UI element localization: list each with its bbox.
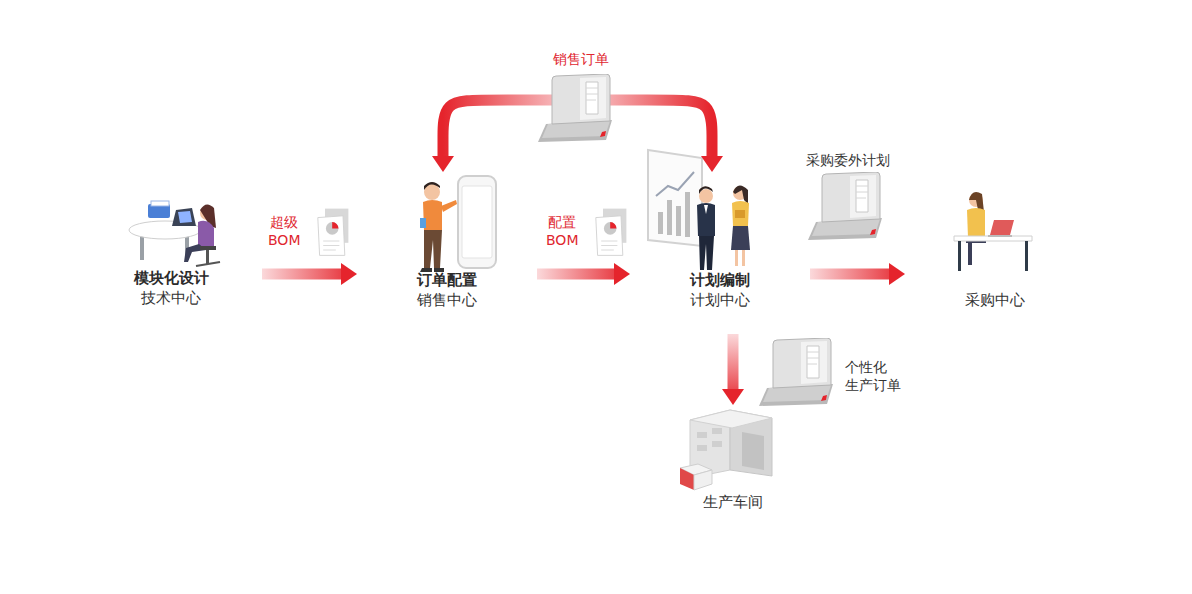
node-title: 订单配置 <box>357 270 537 290</box>
flow-arrow <box>537 269 614 280</box>
platform-node: 采购中心 <box>905 192 1085 337</box>
disc-face <box>906 243 1084 331</box>
factory-figure <box>680 410 772 490</box>
platform-node: 订单配置销售中心 <box>357 172 537 334</box>
flow-arrow <box>262 269 341 280</box>
bom-document-icon <box>318 209 349 256</box>
node-text: 生产车间 <box>648 492 818 512</box>
platform-disc <box>905 192 1085 337</box>
disc-rim <box>631 246 809 334</box>
edge-label: 配置 BOM <box>546 213 578 249</box>
node-text: 模块化设计技术中心 <box>80 268 262 308</box>
disc-face <box>631 238 809 326</box>
designer-figure <box>129 201 220 266</box>
platform-node: 模块化设计技术中心 <box>80 192 262 334</box>
node-subtitle: 采购中心 <box>905 290 1085 310</box>
computer-icon <box>538 74 612 142</box>
edge-label: 个性化 生产订单 <box>845 358 901 394</box>
flow-arrow <box>728 334 739 389</box>
disc-rim <box>906 251 1084 339</box>
bom-document-icon <box>596 209 627 256</box>
node-subtitle: 计划中心 <box>630 290 810 310</box>
node-subtitle: 销售中心 <box>357 290 537 310</box>
edge-label: 采购委外计划 <box>806 151 890 169</box>
disc-face <box>649 440 817 524</box>
edge-label: 超级 BOM <box>268 213 300 249</box>
node-text: 采购中心 <box>905 290 1085 310</box>
disc-rim <box>649 448 817 532</box>
node-title: 计划编制 <box>630 270 810 290</box>
disc-face <box>81 236 261 324</box>
edge-label: 销售订单 <box>553 50 609 68</box>
platform-node: 生产车间 <box>648 405 818 530</box>
flow-arrow <box>810 269 889 280</box>
computer-icon <box>808 172 882 240</box>
platform-disc <box>80 192 262 334</box>
planning-figure <box>648 150 750 270</box>
node-text: 订单配置销售中心 <box>357 270 537 310</box>
disc-rim <box>358 246 536 334</box>
platform-disc <box>630 172 810 334</box>
disc-rim <box>81 244 261 332</box>
node-subtitle: 生产车间 <box>648 492 818 512</box>
platform-disc <box>648 405 818 530</box>
platform-node: 计划编制计划中心 <box>630 172 810 334</box>
platform-disc <box>357 172 537 334</box>
purchasing-figure <box>954 192 1032 271</box>
node-text: 计划编制计划中心 <box>630 270 810 310</box>
node-subtitle: 技术中心 <box>80 288 262 308</box>
disc-face <box>358 238 536 326</box>
node-title: 模块化设计 <box>80 268 262 288</box>
sales-figure <box>420 176 496 272</box>
computer-icon <box>759 338 833 406</box>
